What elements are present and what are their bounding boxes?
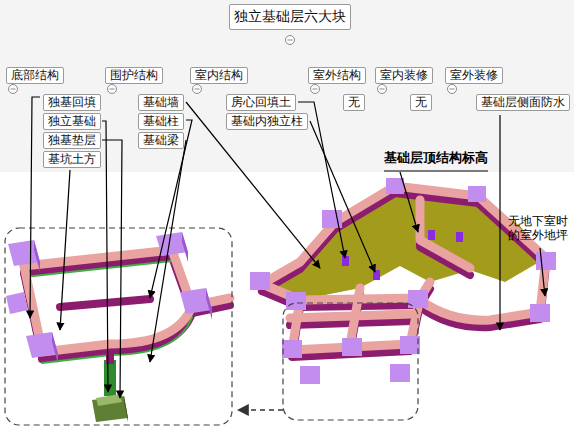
tree-box: 基础内独立柱	[226, 113, 308, 130]
node-text: 独基垫层	[48, 132, 96, 149]
tree-box: 独立基础	[43, 113, 101, 130]
tree-box: 底部结构	[6, 67, 64, 84]
node-text: 室外结构	[313, 67, 361, 84]
collapse-markers	[9, 36, 457, 94]
node-text: 无	[415, 94, 427, 111]
left-footings	[6, 232, 212, 422]
tree-box: 基础层侧面防水	[476, 94, 570, 111]
tree-box: 无	[410, 94, 432, 111]
tree-box: 基坑土方	[43, 151, 101, 168]
tree-box: 室内装修	[375, 67, 433, 84]
node-text: 室内结构	[195, 67, 243, 84]
tree-box: 基础墙	[138, 94, 184, 111]
tree-box: 室外装修	[445, 67, 503, 84]
node-text: 独立基础层六大块	[234, 8, 346, 26]
node-text: 独立基础	[48, 113, 96, 130]
node-text: 室内装修	[380, 67, 428, 84]
tree-box: 房心回填土	[226, 94, 296, 111]
root-box: 独立基础层六大块	[229, 4, 351, 30]
label-underline	[384, 170, 488, 171]
node-text: 基础柱	[143, 113, 179, 130]
node-text: 基础内独立柱	[231, 113, 303, 130]
node-text: 室外装修	[450, 67, 498, 84]
node-text: 围护结构	[110, 67, 158, 84]
left-foundation	[24, 250, 230, 363]
node-text: 底部结构	[11, 67, 59, 84]
tree-box: 基础梁	[138, 132, 184, 149]
tree-panel	[0, 0, 574, 172]
annotation-label: 无地下室时的室外地坪	[508, 214, 570, 243]
zoom-arrow	[238, 409, 283, 411]
node-text: 基础梁	[143, 132, 179, 149]
leader-lines	[30, 97, 545, 398]
tree-box: 独基回填	[43, 94, 101, 111]
node-text: 房心回填土	[231, 94, 291, 111]
node-text: 基坑土方	[48, 151, 96, 168]
tree-box: 基础柱	[138, 113, 184, 130]
zoom-frame	[5, 228, 232, 425]
tree-box: 室内结构	[190, 67, 248, 84]
tree-box: 围护结构	[105, 67, 163, 84]
tree-box: 无	[343, 94, 365, 111]
annotation-label: 基础层顶结构标高	[384, 150, 488, 166]
tree-box: 室外结构	[308, 67, 366, 84]
right-foundation	[250, 178, 556, 384]
node-text: 独基回填	[48, 94, 96, 111]
node-text: 基础层侧面防水	[481, 94, 565, 111]
node-text: 基础墙	[143, 94, 179, 111]
tree-box: 独基垫层	[43, 132, 101, 149]
zoom-frame	[283, 303, 418, 420]
node-text: 无	[348, 94, 360, 111]
